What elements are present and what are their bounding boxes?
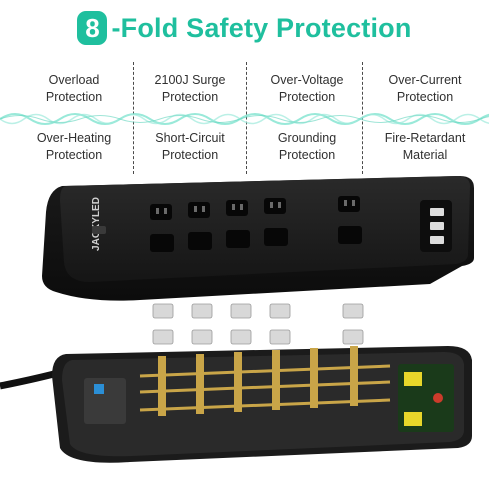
product-photo: JACKYLED xyxy=(0,176,474,463)
headline: 8 -Fold Safety Protection xyxy=(0,8,489,48)
wave-graphic xyxy=(0,113,489,125)
feature-over-heating: Over-Heating Protection xyxy=(36,131,112,162)
divider xyxy=(133,62,134,174)
divider xyxy=(246,62,247,174)
headline-text: -Fold Safety Protection xyxy=(111,12,412,43)
number-badge: 8 xyxy=(77,11,108,45)
feature-over-current: Over-Current Protection xyxy=(388,73,462,104)
open-base xyxy=(52,346,472,463)
contact-clips xyxy=(152,303,364,345)
feature-short-circuit: Short-Circuit Protection xyxy=(155,131,225,162)
power-strip: JACKYLED xyxy=(42,176,474,301)
feature-surge: 2100J Surge Protection xyxy=(154,73,226,104)
feature-fire-retardant: Fire-Retardant Material xyxy=(384,131,466,162)
power-cord xyxy=(0,370,55,390)
feature-over-voltage: Over-Voltage Protection xyxy=(270,73,344,104)
brand-logo: JACKYLED xyxy=(91,197,102,251)
feature-grid: Overload Protection 2100J Surge Protecti… xyxy=(0,62,489,174)
feature-overload: Overload Protection xyxy=(45,73,103,104)
feature-grounding: Grounding Protection xyxy=(277,131,337,162)
